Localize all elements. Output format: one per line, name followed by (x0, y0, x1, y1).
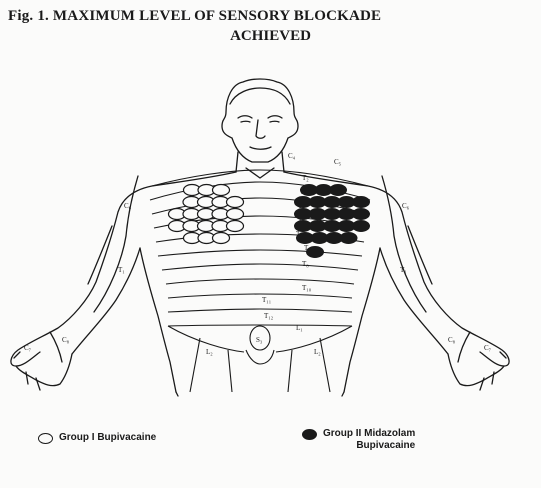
open-circle-icon (38, 433, 53, 444)
body-outline (11, 79, 509, 396)
label-t2: T₂ (302, 174, 309, 182)
label-c4: C₄ (288, 152, 296, 160)
legend-group-1: Group I Bupivacaine (38, 432, 156, 444)
group-1-marker (227, 221, 244, 232)
label-s3: S₃ (256, 336, 263, 344)
group-2-marker (353, 221, 370, 232)
group-2-marker (353, 197, 370, 208)
group-1-marker (213, 185, 230, 196)
group-2-marker (340, 233, 357, 244)
label-t1-left: T₁ (118, 266, 125, 274)
legend-group-2-label: Group II Midazolam Bupivacaine (323, 428, 415, 452)
label-c7-left: C₇ (24, 344, 32, 352)
label-c6-left: C₆ (124, 202, 132, 210)
label-l2-right: L₂ (314, 348, 321, 356)
patient-markers (169, 185, 370, 258)
label-l2-left: L₂ (206, 348, 213, 356)
legend-group-1-label: Group I Bupivacaine (59, 432, 156, 443)
label-t12: T₁₂ (264, 312, 274, 320)
label-c8-right: C₈ (448, 336, 456, 344)
legend-group-2-label-line-1: Group II Midazolam (323, 428, 415, 440)
group-2-marker (353, 209, 370, 220)
legend-group-2: Group II Midazolam Bupivacaine (302, 428, 415, 452)
label-c5: C₅ (334, 158, 342, 166)
group-2-marker (307, 247, 324, 258)
legend-group-2-label-line-2: Bupivacaine (323, 440, 415, 452)
label-c8-left: C₈ (62, 336, 70, 344)
label-t1-right: T₁ (400, 266, 407, 274)
filled-circle-icon (302, 429, 317, 440)
group-1-marker (227, 197, 244, 208)
label-t11: T₁₁ (262, 296, 271, 304)
group-1-marker (213, 233, 230, 244)
label-t10: T₁₀ (302, 284, 312, 292)
group-1-marker (227, 209, 244, 220)
label-l1: L₁ (296, 324, 303, 332)
group-2-marker (330, 185, 347, 196)
label-t8: T₈ (302, 260, 309, 268)
label-c6-right: C₆ (402, 202, 410, 210)
label-c7-right: C₇ (484, 344, 492, 352)
